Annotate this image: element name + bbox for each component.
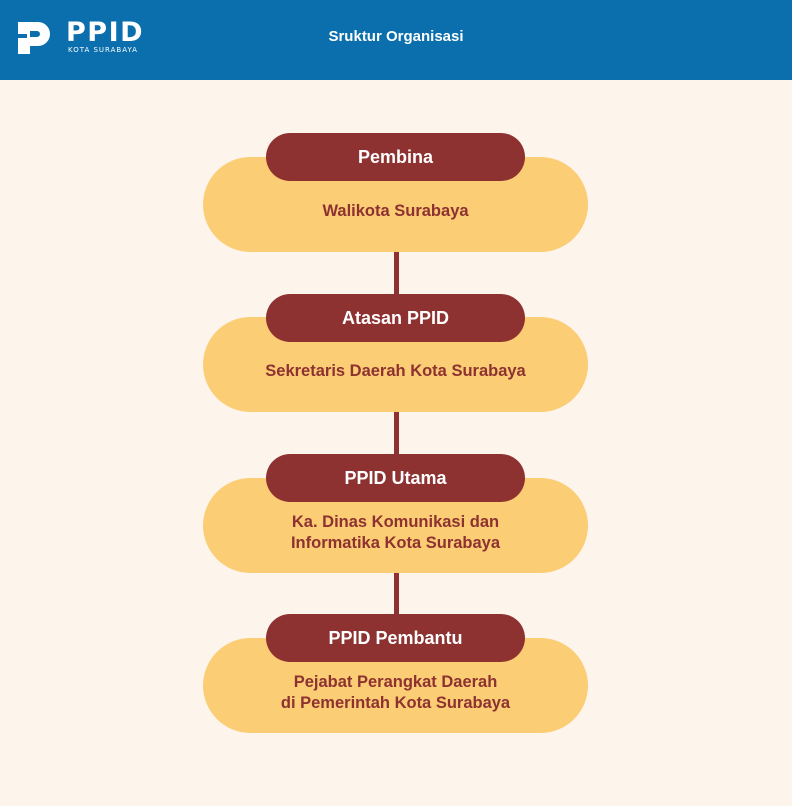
role-title: Pembina [266, 133, 525, 181]
page-title: Sruktur Organisasi [328, 28, 464, 45]
top-header-bar: PPID KOTA SURABAYA Sruktur Organisasi [0, 0, 792, 80]
logo-subtitle: KOTA SURABAYA [68, 46, 138, 54]
role-title: PPID Pembantu [266, 614, 525, 662]
role-title: Atasan PPID [266, 294, 525, 342]
role-title: PPID Utama [266, 454, 525, 502]
connector-line [394, 248, 399, 298]
ppid-logo[interactable]: PPID KOTA SURABAYA [16, 17, 156, 56]
logo-wordmark: PPID [66, 17, 145, 48]
connector-line [394, 568, 399, 618]
connector-line [394, 408, 399, 458]
role-holder-text: Sekretaris Daerah Kota Surabaya [265, 362, 526, 380]
ppid-logo-icon [18, 22, 50, 54]
role-holder-text: Walikota Surabaya [322, 202, 469, 220]
role-holder-text: Pejabat Perangkat Daerah di Pemerintah K… [280, 672, 511, 712]
role-holder-text: Ka. Dinas Komunikasi dan Informatika Kot… [290, 512, 501, 552]
